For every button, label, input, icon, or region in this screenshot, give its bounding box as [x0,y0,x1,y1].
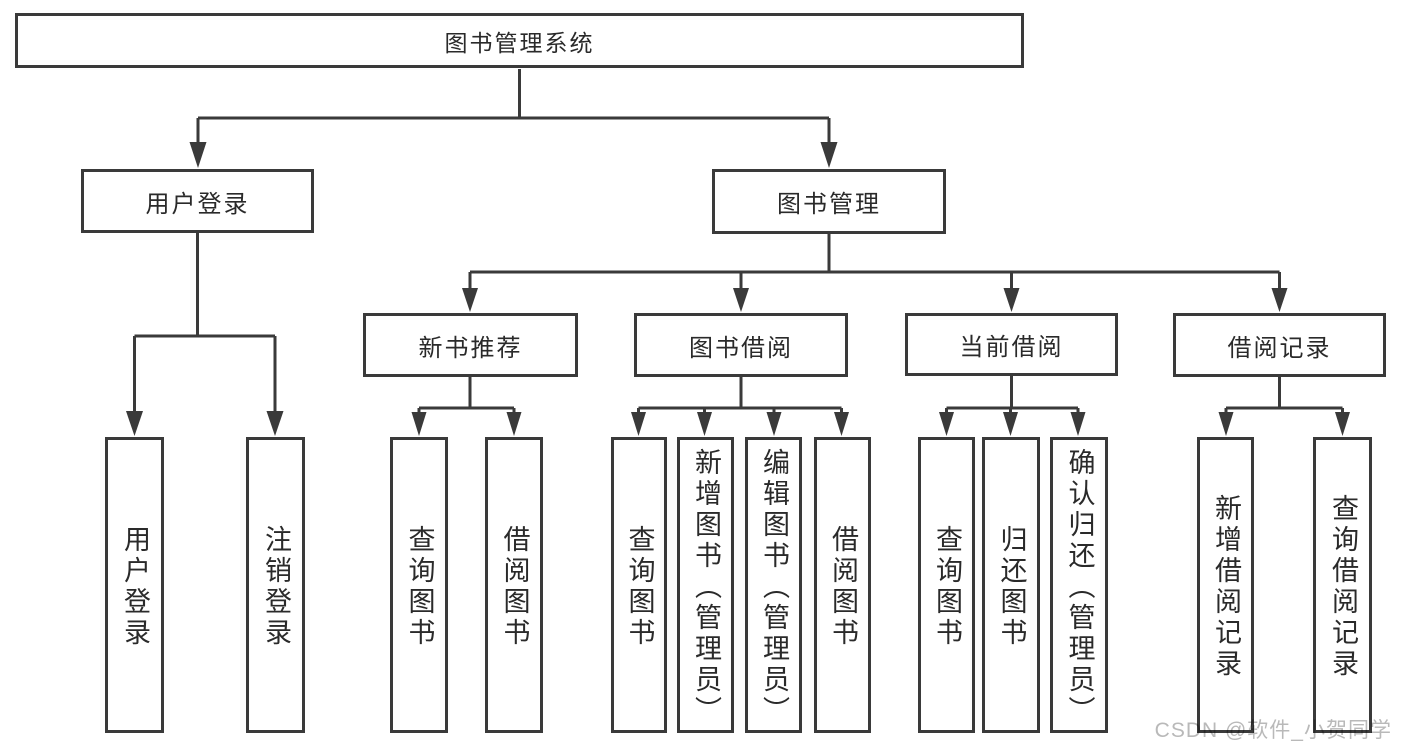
connector-root-to-level2 [196,69,831,145]
leaf-borrowing-borrow-books: 借阅图书 [814,437,871,733]
leaf-newbook-query-books: 查询图书 [390,437,448,733]
arrowhead-icon [1335,412,1350,436]
connector-user-login-to-leaves [133,233,277,414]
csdn-watermark: CSDN @软件_小贺同学 [1154,719,1392,742]
arrowhead-icon [733,288,749,312]
leaf-borrowing-edit-books-admin: 编辑图书（管理员） [745,437,802,733]
arrowhead-icon [834,412,849,436]
arrowhead-icon [1003,288,1020,312]
connector-current-borrowing-to-leaves [945,376,1080,414]
node-current-borrowing: 当前借阅 [905,313,1118,376]
arrowheads [126,142,1350,436]
node-borrowing-records: 借阅记录 [1173,313,1386,377]
arrowhead-icon [1070,412,1086,436]
node-book-management: 图书管理 [712,169,946,234]
node-library-management-system: 图书管理系统 [15,13,1024,68]
connector-book-borrowing-to-leaves [637,377,843,414]
arrowhead-icon [189,142,207,168]
node-book-borrowing: 图书借阅 [634,313,848,377]
arrowhead-icon [506,412,522,436]
arrowhead-icon [939,412,954,436]
leaf-records-query-borrow-record: 查询借阅记录 [1313,437,1372,733]
connector-book-management-to-level3 [468,234,1281,291]
node-new-book-recommendation: 新书推荐 [363,313,578,377]
leaf-newbook-borrow-books: 借阅图书 [485,437,543,733]
leaf-borrowing-add-books-admin: 新增图书（管理员） [677,437,734,733]
leaf-user-login: 用户登录 [105,437,164,733]
leaf-current-query-books: 查询图书 [918,437,975,733]
leaf-current-return-books: 归还图书 [982,437,1040,733]
connector-borrowing-records-to-leaves [1224,377,1344,414]
leaf-borrowing-query-books: 查询图书 [611,437,667,733]
arrowhead-icon [266,411,284,436]
arrowhead-icon [1003,412,1018,436]
arrowhead-icon [126,411,143,436]
arrowhead-icon [766,412,782,436]
node-user-login: 用户登录 [81,169,314,233]
arrowhead-icon [697,412,712,436]
arrowhead-icon [411,412,427,436]
arrowhead-icon [462,288,478,312]
arrowhead-icon [820,142,838,168]
leaf-current-confirm-return-admin: 确认归还（管理员） [1050,437,1108,733]
arrowhead-icon [1271,288,1288,312]
connector-new-book-to-leaves [417,377,516,414]
arrowhead-icon [631,412,646,436]
leaf-records-add-borrow-record: 新增借阅记录 [1197,437,1254,733]
leaf-logout-login: 注销登录 [246,437,305,733]
arrowhead-icon [1218,412,1234,436]
